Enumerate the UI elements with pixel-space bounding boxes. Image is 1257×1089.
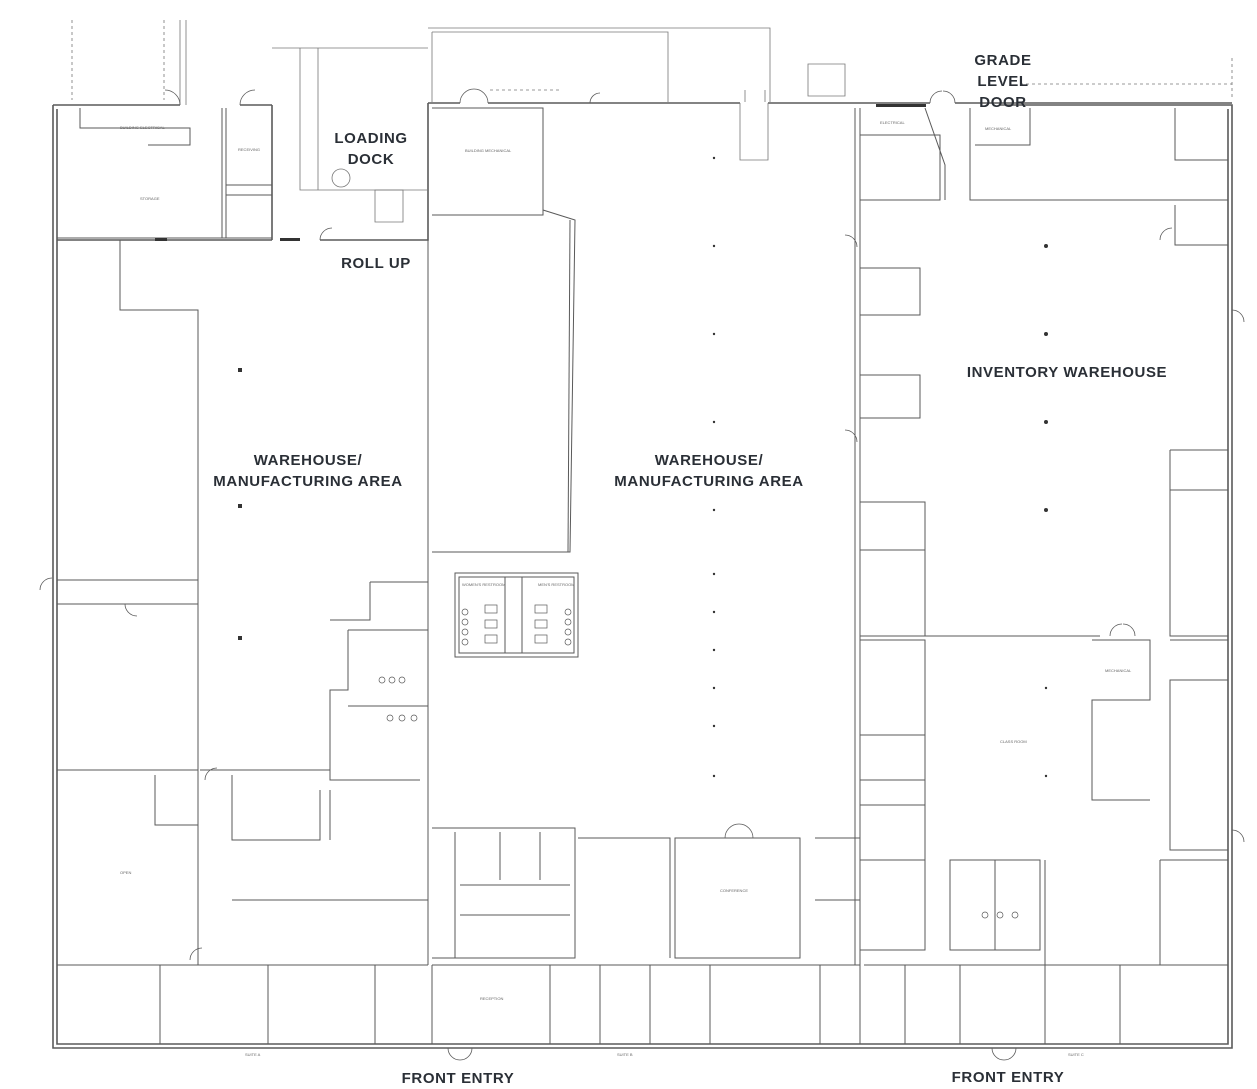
room-tag-mens-restroom: MEN'S RESTROOM	[538, 582, 575, 587]
front-entry-left-label: FRONT ENTRY	[401, 1070, 515, 1087]
warehouse-left-label: WAREHOUSE/ MANUFACTURING AREA	[207, 450, 409, 492]
warehouse-center-label: WAREHOUSE/ MANUFACTURING AREA	[608, 450, 810, 492]
room-tag-building-mechanical: BUILDING MECHANICAL	[465, 148, 512, 153]
door-swings	[39, 88, 1245, 1061]
restroom-fixtures	[378, 604, 1019, 919]
grade-level-door-line-3: DOOR	[979, 94, 1027, 111]
room-tag-storage: STORAGE	[140, 196, 160, 201]
roll-up-label: ROLL UP	[341, 255, 411, 272]
room-tag-womens-restroom: WOMEN'S RESTROOM	[462, 582, 506, 587]
exterior-lines	[71, 20, 1233, 223]
room-tag-suite-b: SUITE B	[617, 1052, 633, 1057]
loading-dock-line-2: DOCK	[347, 151, 395, 168]
loading-dock-line-1: LOADING	[334, 130, 408, 147]
room-tag-class-room: CLASS ROOM	[1000, 739, 1027, 744]
room-tag-open: OPEN	[120, 870, 132, 875]
room-tag-mechanical-top: MECHANICAL	[985, 126, 1012, 131]
room-tag-conference: CONFERENCE	[720, 888, 749, 893]
grade-level-door-label: GRADE LEVEL DOOR	[960, 50, 1046, 113]
loading-dock-label: LOADING DOCK	[326, 128, 416, 170]
grade-level-door-line-2: LEVEL	[977, 73, 1029, 90]
grade-level-door-line-1: GRADE	[974, 52, 1032, 69]
interior-walls	[57, 107, 1229, 1044]
room-tag-reception: RECEPTION	[480, 996, 504, 1001]
warehouse-center-line-1: WAREHOUSE/	[654, 452, 764, 469]
room-tag-suite-a: SUITE A	[245, 1052, 261, 1057]
front-entry-right-label: FRONT ENTRY	[951, 1069, 1065, 1086]
room-tag-receiving: RECEIVING	[238, 147, 261, 152]
outer-walls	[52, 102, 1233, 1049]
warehouse-left-line-1: WAREHOUSE/	[253, 452, 363, 469]
warehouse-center-line-2: MANUFACTURING AREA	[614, 473, 804, 490]
room-tag-electrical: ELECTRICAL	[880, 120, 905, 125]
inventory-warehouse-label: INVENTORY WAREHOUSE	[966, 364, 1168, 381]
column-markers	[155, 104, 1048, 778]
room-tag-mechanical-right: MECHANICAL	[1105, 668, 1132, 673]
room-tag-building-electrical: BUILDING ELECTRICAL	[120, 125, 165, 130]
warehouse-left-line-2: MANUFACTURING AREA	[213, 473, 403, 490]
room-tag-suite-c: SUITE C	[1068, 1052, 1084, 1057]
